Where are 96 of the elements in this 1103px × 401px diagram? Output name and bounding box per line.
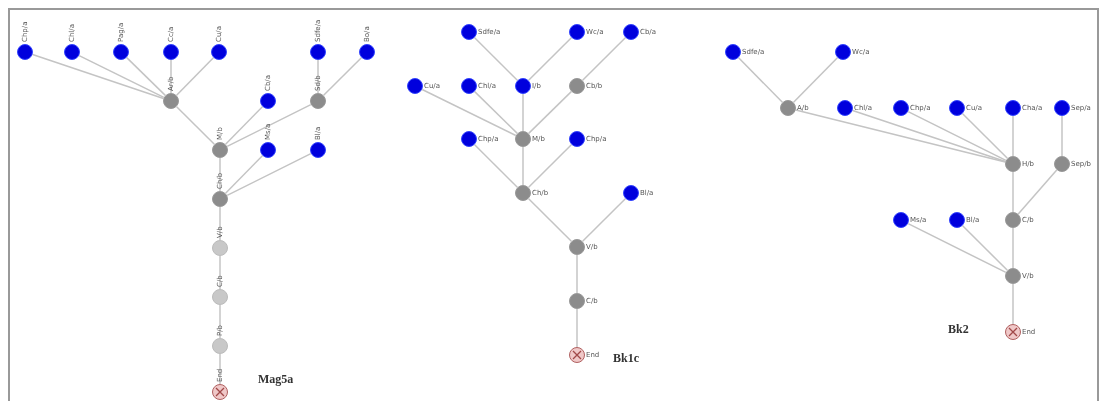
connector-line [522,146,524,186]
branch-node-circle [163,93,179,109]
leaf-node-circle [569,131,585,147]
leaf-node-circle [310,44,326,60]
connector-line [1012,171,1014,213]
leaf-node-circle [359,44,375,60]
connector-line [473,143,519,189]
connector-line [737,56,784,104]
connector-line [527,197,573,243]
leaf-node-circle [260,142,276,158]
leaf-node-circle [1005,100,1021,116]
leaf-node-circle [515,78,531,94]
connector-line [907,222,1007,274]
branch-node-circle [780,100,796,116]
connector-line [226,152,312,197]
connector-line [961,224,1009,272]
connector-line [1061,115,1063,157]
connector-line [31,53,165,100]
leaf-node-circle [461,78,477,94]
connector-line [322,56,363,97]
branch-node-circle [212,142,228,158]
connector-line [527,143,573,189]
connector-line [175,105,216,146]
branch-node-circle [1005,156,1021,172]
connector-line [219,255,221,290]
connector-line [473,36,519,82]
leaf-node-circle [949,212,965,228]
connector-line [576,254,578,294]
connector-line [226,103,312,148]
leaf-node-circle [407,78,423,94]
leaf-node-circle [310,142,326,158]
branch-node-circle [212,191,228,207]
branch-node-circle [212,289,228,305]
tree-name-label: Mag5a [258,372,294,387]
connector-line [1012,227,1014,269]
connector-line [125,56,167,97]
end-node-circle [212,384,228,400]
branch-node-circle [1054,156,1070,172]
leaf-node-circle [623,185,639,201]
connector-line [78,54,165,99]
branch-node-circle [569,239,585,255]
connector-line [581,197,627,243]
leaf-node-circle [569,24,585,40]
branch-node-circle [515,131,531,147]
connector-line [421,88,517,137]
branch-node-circle [569,293,585,309]
connector-line [1012,283,1014,325]
branch-node-circle [569,78,585,94]
branch-node-circle [1005,212,1021,228]
connector-line [907,110,1007,162]
connector-line [792,56,839,104]
tree-name-label: Bk1c [613,351,639,366]
leaf-node-circle [623,24,639,40]
end-node-circle [1005,324,1021,340]
connector-line [1012,115,1014,157]
connector-line [219,157,221,192]
leaf-node-circle [260,93,276,109]
leaf-node-circle [17,44,33,60]
end-node-circle [569,347,585,363]
leaf-node-circle [211,44,227,60]
connector-line [851,109,1007,163]
branch-node-circle [515,185,531,201]
branch-node-circle [310,93,326,109]
leaf-node-circle [461,131,477,147]
leaf-node-circle [725,44,741,60]
connector-line [576,308,578,348]
branch-node-circle [212,338,228,354]
branch-node-circle [212,240,228,256]
connector-line [795,109,1006,163]
leaf-node-circle [837,100,853,116]
connector-line [522,93,524,132]
connector-line [170,59,172,94]
branch-node-circle [1005,268,1021,284]
connector-line [219,353,221,385]
leaf-node-circle [461,24,477,40]
leaf-node-circle [1054,100,1070,116]
connector-line [219,304,221,339]
connector-line [317,59,319,94]
leaf-node-circle [835,44,851,60]
connector-line [219,206,221,241]
tree-name-label: Bk2 [948,322,969,337]
leaf-node-circle [949,100,965,116]
connector-line [581,36,627,82]
connector-line [1017,169,1058,215]
leaf-node-circle [163,44,179,60]
connector-line [224,105,264,146]
connector-line [175,56,215,97]
connector-line [224,154,264,195]
connector-line [473,90,519,135]
leaf-node-circle [113,44,129,60]
connector-line [527,90,573,135]
leaf-node-circle [64,44,80,60]
leaf-node-circle [893,212,909,228]
connector-line [961,112,1009,160]
leaf-node-circle [893,100,909,116]
connector-line [527,36,573,82]
